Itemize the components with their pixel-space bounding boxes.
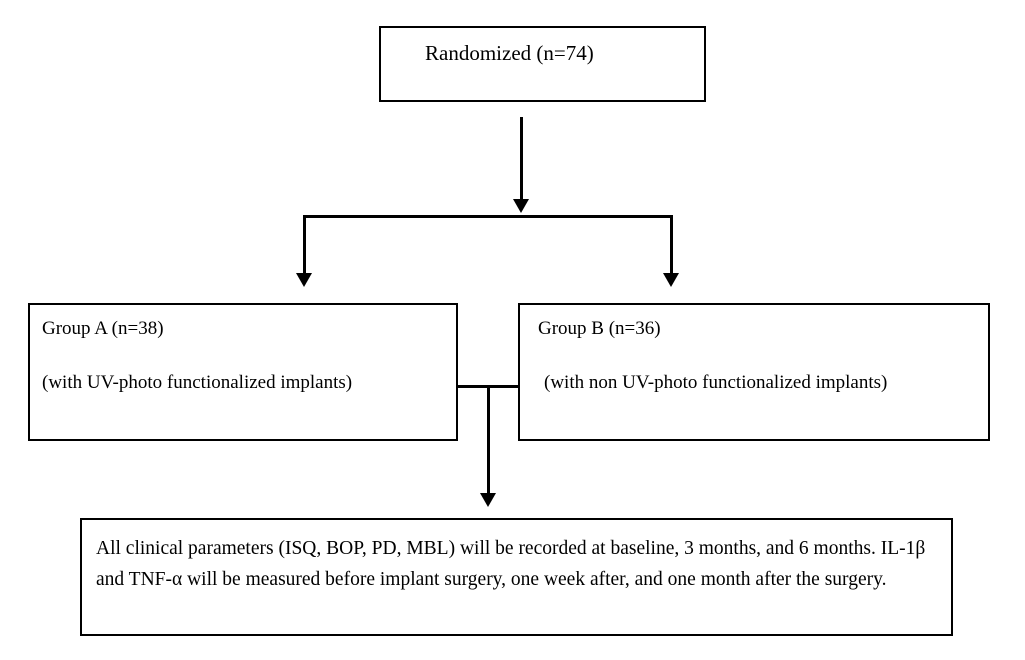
connector-branch-right-stem — [670, 215, 673, 275]
node-outcomes: All clinical parameters (ISQ, BOP, PD, M… — [80, 518, 953, 636]
node-group-b: Group B (n=36) (with non UV-photo functi… — [518, 303, 990, 441]
node-group-a-description: (with UV-photo functionalized implants) — [42, 372, 353, 393]
arrowhead-outcomes-down-icon — [480, 493, 496, 507]
connector-randomized-stem — [520, 117, 523, 201]
arrowhead-randomized-down-icon — [513, 199, 529, 213]
arrowhead-branch-left-down-icon — [296, 273, 312, 287]
node-group-a: Group A (n=38) (with UV-photo functional… — [28, 303, 458, 441]
node-randomized: Randomized (n=74) — [379, 26, 706, 102]
node-group-b-description: (with non UV-photo functionalized implan… — [544, 372, 888, 393]
node-group-b-label: Group B (n=36) — [538, 318, 661, 339]
connector-outcomes-stem — [487, 387, 490, 495]
connector-groups-join-bar — [457, 385, 519, 388]
node-group-a-label: Group A (n=38) — [42, 318, 164, 339]
node-outcomes-text: All clinical parameters (ISQ, BOP, PD, M… — [96, 538, 926, 590]
connector-branch-left-stem — [303, 215, 306, 275]
arrowhead-branch-right-down-icon — [663, 273, 679, 287]
node-randomized-label: Randomized (n=74) — [425, 41, 594, 65]
connector-split-bar — [303, 215, 673, 218]
